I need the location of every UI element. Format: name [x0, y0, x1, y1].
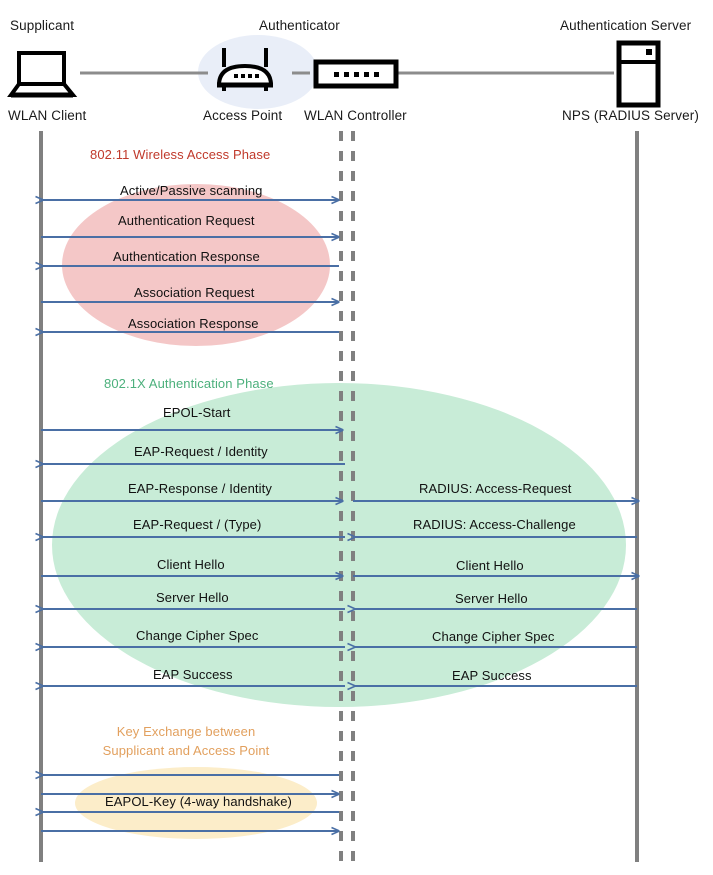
phase-title-key-exchange-line1: Key Exchange between	[116, 724, 256, 739]
msg-label-authentication-request: Authentication Request	[118, 213, 255, 228]
actor-role-authentication-server: Authentication Server	[560, 18, 692, 33]
actor-device-nps: NPS (RADIUS Server)	[562, 108, 699, 123]
phase-title-key-exchange-line2: Supplicant and Access Point	[102, 743, 270, 758]
msg-label-association-request: Association Request	[134, 285, 255, 300]
msg-label-server-hello-right: Server Hello	[455, 591, 528, 606]
actor-device-access-point: Access Point	[203, 108, 283, 123]
actor-device-wlan-client: WLAN Client	[8, 108, 87, 123]
msg-label-authentication-response: Authentication Response	[113, 249, 260, 264]
msg-label-change-cipher-spec-right: Change Cipher Spec	[432, 629, 555, 644]
msg-label-active-passive-scanning: Active/Passive scanning	[120, 183, 263, 198]
msg-label-eap-response-identity: EAP-Response / Identity	[128, 481, 272, 496]
msg-label-radius-access-request: RADIUS: Access-Request	[419, 481, 572, 496]
msg-label-association-response: Association Response	[128, 316, 259, 331]
msg-label-eap-request-identity: EAP-Request / Identity	[134, 444, 268, 459]
msg-label-client-hello-right: Client Hello	[456, 558, 524, 573]
msg-label-eapol-start: EPOL-Start	[163, 405, 231, 420]
phase-title-dot1x-auth: 802.1X Authentication Phase	[104, 376, 274, 391]
msg-label-server-hello-left: Server Hello	[156, 590, 229, 605]
actor-device-wlan-controller: WLAN Controller	[304, 108, 407, 123]
phase-title-wireless-access: 802.11 Wireless Access Phase	[90, 147, 271, 162]
msg-label-radius-access-challenge: RADIUS: Access-Challenge	[413, 517, 576, 532]
server-rack-icon	[616, 40, 661, 108]
msg-label-eapol-key: EAPOL-Key (4-way handshake)	[105, 794, 292, 809]
wireless-router-icon	[216, 48, 274, 91]
phase-ellipse-key-exchange	[75, 767, 317, 839]
msg-label-change-cipher-spec-left: Change Cipher Spec	[136, 628, 259, 643]
actor-role-supplicant: Supplicant	[10, 18, 75, 33]
actor-role-authenticator: Authenticator	[259, 18, 340, 33]
msg-label-eap-success-right: EAP Success	[452, 668, 532, 683]
laptop-icon	[7, 51, 78, 98]
msg-label-client-hello-left: Client Hello	[157, 557, 225, 572]
msg-label-eap-success-left: EAP Success	[153, 667, 233, 682]
network-switch-icon	[313, 59, 399, 89]
msg-label-eap-request-type: EAP-Request / (Type)	[133, 517, 262, 532]
